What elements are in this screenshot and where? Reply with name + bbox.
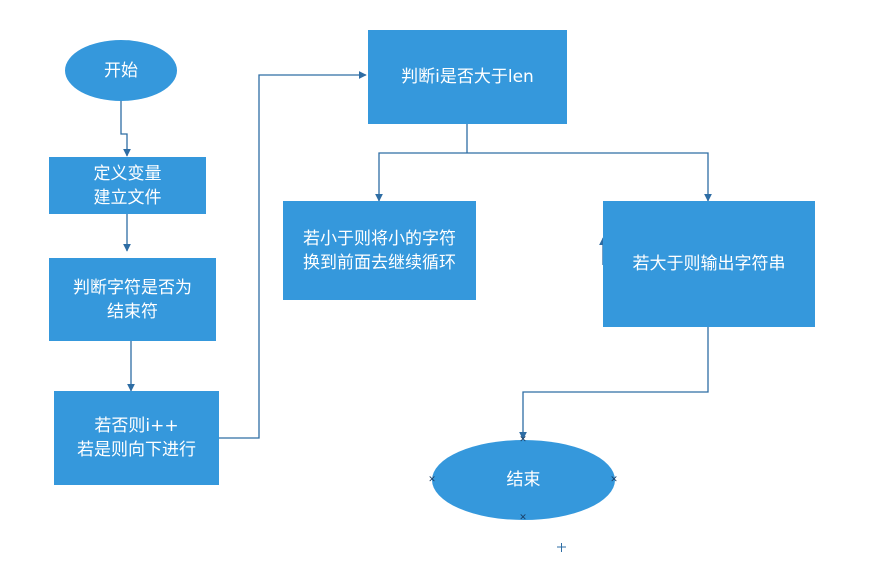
output-label: 若大于则输出字符串 [632,254,786,274]
check-len-label: 判断i是否大于len [401,67,534,87]
start-label: 开始 [104,60,138,81]
define-vars-label-line2: 建立文件 [93,187,162,208]
swap-label-line2: 换到前面去继续循环 [303,252,456,273]
end-label: 结束 [506,470,541,490]
connector-check-len-to-output [467,152,712,202]
end-node-handle-left[interactable]: ✕ [428,475,436,485]
define-vars-node[interactable]: 定义变量 建立文件 [49,157,206,214]
output-node[interactable]: 若大于则输出字符串 [603,201,815,327]
define-vars-label-line1: 定义变量 [93,163,162,184]
check-end-label-line1: 判断字符是否为 [73,277,192,298]
end-node-handle-right[interactable]: ✕ [610,475,618,485]
connector-increment-to-check-len [219,71,367,439]
check-end-label-line2: 结束符 [107,301,158,322]
connector-start-to-define [120,100,131,157]
connector-check-len-to-swap [375,152,467,202]
increment-label-line2: 若是则向下进行 [77,440,196,460]
swap-label-line1: 若小于则将小的字符 [303,228,456,249]
end-node[interactable]: 结束 [432,440,615,520]
end-node-handle-top[interactable]: ✕ [519,435,527,445]
increment-node[interactable]: 若否则i++ 若是则向下进行 [54,391,219,485]
check-len-node[interactable]: 判断i是否大于len [368,30,567,124]
check-end-char-node[interactable]: 判断字符是否为 结束符 [49,258,216,341]
connector-output-to-end [519,327,709,440]
increment-label-line1: 若否则i++ [94,416,179,436]
end-node-handle-bottom[interactable]: ✕ [519,513,527,523]
swap-node[interactable]: 若小于则将小的字符 换到前面去继续循环 [283,201,476,300]
start-node[interactable]: 开始 [65,40,177,101]
